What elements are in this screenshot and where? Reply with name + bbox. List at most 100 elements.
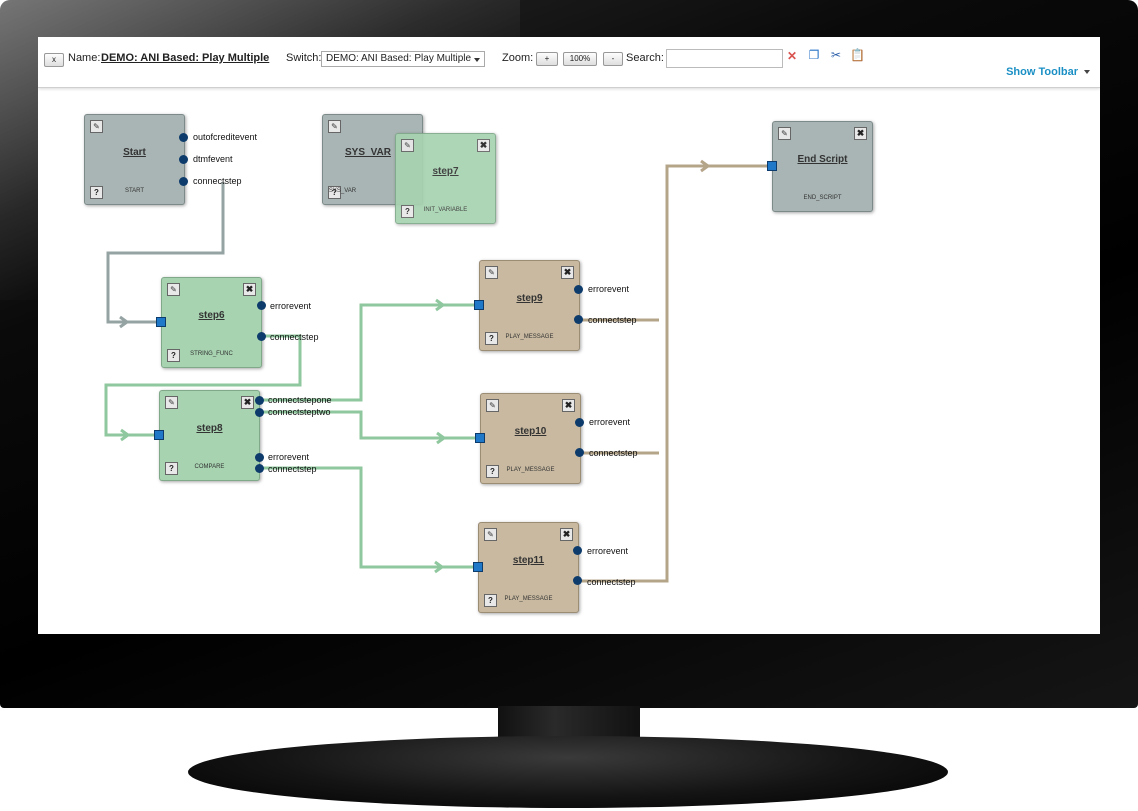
close-icon[interactable]: ✖ <box>477 139 490 152</box>
chevron-down-icon <box>474 58 480 62</box>
cut-icon[interactable]: ✂ <box>830 48 842 62</box>
node-start[interactable]: ✎ Start ? START <box>84 114 185 205</box>
port-out[interactable] <box>255 396 264 405</box>
edit-icon[interactable]: ✎ <box>167 283 180 296</box>
close-icon[interactable]: ✖ <box>561 266 574 279</box>
node-type: STRING_FUNC <box>190 351 233 357</box>
help-icon[interactable]: ? <box>167 349 180 362</box>
node-step11[interactable]: ✎ ✖ step11 ? PLAY_MESSAGE <box>478 522 579 613</box>
port-out[interactable] <box>257 301 266 310</box>
port-label: connectstep <box>588 315 637 325</box>
zoom-out-button[interactable]: - <box>603 52 623 66</box>
port-label: outofcreditevent <box>193 132 258 142</box>
arrow-head <box>436 431 447 445</box>
node-type: PLAY_MESSAGE <box>505 334 554 340</box>
port-in[interactable] <box>154 430 164 440</box>
close-icon[interactable]: ✖ <box>562 399 575 412</box>
switch-select[interactable]: DEMO: ANI Based: Play Multiple <box>321 51 485 67</box>
port-in[interactable] <box>156 317 166 327</box>
flow-canvas <box>104 159 768 583</box>
port-label: connectstep <box>587 577 636 587</box>
port-label: errorevent <box>588 284 630 294</box>
port-label: errorevent <box>587 546 629 556</box>
node-title: SYS_VAR <box>345 147 391 158</box>
port-label: errorevent <box>268 452 310 462</box>
port-out[interactable] <box>257 332 266 341</box>
close-icon[interactable]: ✖ <box>854 127 867 140</box>
arrow-head <box>120 428 131 442</box>
edit-icon[interactable]: ✎ <box>484 528 497 541</box>
zoom-label: Zoom: <box>502 52 534 64</box>
port-out[interactable] <box>255 464 264 473</box>
node-type: INIT_VARIABLE <box>423 207 468 213</box>
close-icon[interactable]: ✖ <box>560 528 573 541</box>
node-title: step11 <box>512 555 545 566</box>
node-title: step6 <box>198 310 225 321</box>
port-in[interactable] <box>767 161 777 171</box>
zoom-reset-button[interactable]: 100% <box>563 52 597 66</box>
port-out[interactable] <box>574 285 583 294</box>
edit-icon[interactable]: ✎ <box>778 127 791 140</box>
help-icon[interactable]: ? <box>401 205 414 218</box>
port-out[interactable] <box>179 155 188 164</box>
port-label: connectstepone <box>268 395 332 405</box>
node-title: End Script <box>797 154 848 165</box>
port-label: connectstep <box>270 332 319 342</box>
port-out[interactable] <box>574 315 583 324</box>
zoom-in-button[interactable]: + <box>536 52 558 66</box>
node-step7[interactable]: ✎ ✖ step7 ? INIT_VARIABLE <box>395 133 496 224</box>
script-name[interactable]: DEMO: ANI Based: Play Multiple <box>101 52 270 64</box>
help-icon[interactable]: ? <box>90 186 103 199</box>
port-out[interactable] <box>255 453 264 462</box>
port-in[interactable] <box>474 300 484 310</box>
port-label: connectsteptwo <box>268 407 331 417</box>
node-title: step8 <box>196 423 223 434</box>
toolbar: x Name: DEMO: ANI Based: Play Multiple S… <box>38 37 1100 88</box>
edit-icon[interactable]: ✎ <box>486 399 499 412</box>
help-icon[interactable]: ? <box>486 465 499 478</box>
node-step10[interactable]: ✎ ✖ step10 ? PLAY_MESSAGE <box>480 393 581 484</box>
port-out[interactable] <box>575 448 584 457</box>
search-input[interactable] <box>666 49 783 68</box>
edit-icon[interactable]: ✎ <box>401 139 414 152</box>
help-icon[interactable]: ? <box>165 462 178 475</box>
port-out[interactable] <box>575 418 584 427</box>
close-button[interactable]: x <box>44 53 64 67</box>
connection-start-step6 <box>106 182 225 324</box>
node-type: PLAY_MESSAGE <box>504 596 553 602</box>
switch-select-value: DEMO: ANI Based: Play Multiple <box>326 53 472 64</box>
port-label: connectstep <box>268 464 317 474</box>
edit-icon[interactable]: ✎ <box>165 396 178 409</box>
port-out[interactable] <box>573 576 582 585</box>
connection-step11-end <box>578 164 768 583</box>
delete-icon[interactable]: ✕ <box>786 49 798 63</box>
arrow-head <box>700 159 711 173</box>
port-in[interactable] <box>475 433 485 443</box>
close-icon[interactable]: ✖ <box>243 283 256 296</box>
close-icon[interactable]: ✖ <box>241 396 254 409</box>
node-step9[interactable]: ✎ ✖ step9 ? PLAY_MESSAGE <box>479 260 580 351</box>
paste-icon[interactable]: 📋 <box>850 48 865 62</box>
port-label: errorevent <box>589 417 631 427</box>
node-end-script[interactable]: ✎ ✖ End Script END_SCRIPT <box>772 121 873 212</box>
port-out[interactable] <box>179 177 188 186</box>
help-icon[interactable]: ? <box>328 186 341 199</box>
port-in[interactable] <box>473 562 483 572</box>
help-icon[interactable]: ? <box>485 332 498 345</box>
node-step6[interactable]: ✎ ✖ step6 ? STRING_FUNC <box>161 277 262 368</box>
node-title: step9 <box>516 293 543 304</box>
help-icon[interactable]: ? <box>484 594 497 607</box>
edit-icon[interactable]: ✎ <box>485 266 498 279</box>
port-out[interactable] <box>573 546 582 555</box>
monitor-base <box>188 736 948 808</box>
switch-label: Switch: <box>286 52 322 64</box>
app-screen: x Name: DEMO: ANI Based: Play Multiple S… <box>38 37 1100 634</box>
show-toolbar-link[interactable]: Show Toolbar <box>1006 66 1090 78</box>
port-out[interactable] <box>255 408 264 417</box>
port-out[interactable] <box>179 133 188 142</box>
edit-icon[interactable]: ✎ <box>90 120 103 133</box>
edit-icon[interactable]: ✎ <box>328 120 341 133</box>
copy-icon[interactable]: ❐ <box>808 48 820 62</box>
node-step8[interactable]: ✎ ✖ step8 ? COMPARE <box>159 390 260 481</box>
arrow-head <box>434 560 445 574</box>
